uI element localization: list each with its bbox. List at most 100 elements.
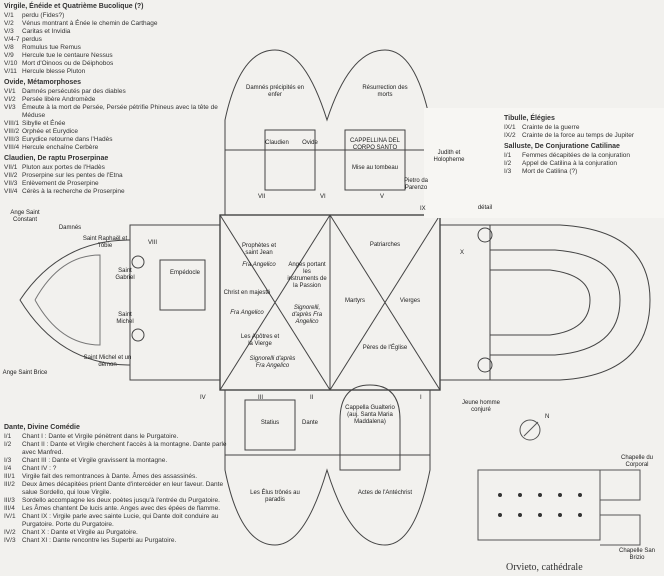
legend-virgil: Virgile, Énéide et Quatrième Bucolique (…: [4, 0, 219, 196]
bay-number: I: [420, 395, 422, 401]
bay-number: IX: [420, 206, 426, 212]
label-martyrs: Martyrs: [345, 298, 365, 304]
legend-title: Claudien, De raptu Proserpinae: [4, 155, 109, 162]
gualterio-chapel: [339, 384, 401, 471]
bay-number: VI: [320, 194, 326, 200]
legend-title: Dante, Divine Comédie: [4, 424, 80, 431]
west-bay: [129, 224, 221, 381]
east-apse: [490, 224, 651, 381]
south-arches: [224, 390, 431, 546]
label-pietro: Pietro da Parenzo: [403, 178, 428, 191]
label-christ: Christ en majesté: [223, 290, 271, 296]
map-caption: Orvieto, cathédrale: [506, 562, 583, 573]
north-label: N: [545, 414, 550, 420]
label-corporal: Chapelle du Corporal: [620, 455, 654, 468]
label-brizio: Chapelle San Brizio: [618, 548, 656, 561]
label-fra1: Fra Angelico: [242, 262, 276, 268]
label-raphael: Saint Raphaël et Tobie: [82, 236, 128, 249]
legend-title: Ovide, Métamorphoses: [4, 79, 82, 86]
north-arches: [224, 49, 431, 215]
label-gabriel: Saint Gabriel: [115, 268, 135, 281]
label-elus: Les Élus trônés au paradis: [250, 490, 300, 503]
label-peres: Pères de l'Église: [362, 345, 408, 351]
bay-number: III: [258, 395, 264, 401]
compass-icon: [519, 419, 541, 441]
label-ovide: Ovide: [302, 140, 318, 146]
legend-title: Tibulle, Élégies: [504, 115, 555, 122]
west-apse: [19, 239, 131, 366]
label-mise: Mise au tombeau: [351, 165, 399, 171]
label-ange-constant: Ange Saint Constant: [10, 210, 40, 223]
label-anges: Anges portant les instruments de la Pass…: [287, 262, 327, 289]
bay-number: V: [380, 194, 385, 200]
label-claudien: Claudien: [265, 140, 289, 146]
label-prophetes: Prophètes et saint Jean: [241, 243, 277, 256]
label-judith: Judith et Holopherne: [433, 150, 465, 163]
label-resurrection: Résurrection des morts: [362, 85, 408, 98]
east-bay: [439, 224, 491, 381]
north-wall: [224, 149, 431, 216]
label-patriarches: Patriarches: [369, 242, 401, 248]
label-empedocle: Empédocle: [169, 270, 201, 276]
bay-number: II: [310, 395, 314, 401]
legend-title: Salluste, De Conjuratione Catilinae: [504, 143, 620, 150]
bay-number: VIII: [148, 240, 158, 246]
legend-title: Virgile, Énéide et Quatrième Bucolique (…: [4, 3, 144, 10]
label-apotres: Les Apôtres et la Vierge: [240, 334, 280, 347]
bay-number: X: [460, 250, 465, 256]
label-damnes: Damnés: [58, 225, 82, 231]
label-jeune: Jeune homme conjuré: [461, 400, 501, 413]
label-antechrist: Actes de l'Antéchrist: [357, 490, 413, 496]
label-michel: Saint Michel: [116, 312, 134, 325]
label-fra2: Fra Angelico: [230, 310, 264, 316]
label-statius: Statius: [260, 420, 280, 426]
label-sig1: Signorelli, d'après Fra Angelico: [291, 305, 323, 325]
cathedral-map: [477, 419, 641, 546]
label-gualterio: Cappella Gualterio (auj. Santa Maria Mad…: [345, 405, 395, 425]
label-detail: détail: [477, 205, 493, 211]
label-sig2: Signorelli d'après Fra Angelico: [249, 356, 296, 369]
label-damnes-enfer: Damnés précipités en enfer: [245, 85, 305, 98]
bay-number: IV: [200, 395, 206, 401]
label-ange-brice: Ange Saint Brice: [2, 370, 48, 376]
label-michel-demon: Saint Michel et un démon: [83, 355, 132, 368]
label-vierges: Vierges: [399, 298, 421, 304]
bay-number: VII: [258, 194, 266, 200]
